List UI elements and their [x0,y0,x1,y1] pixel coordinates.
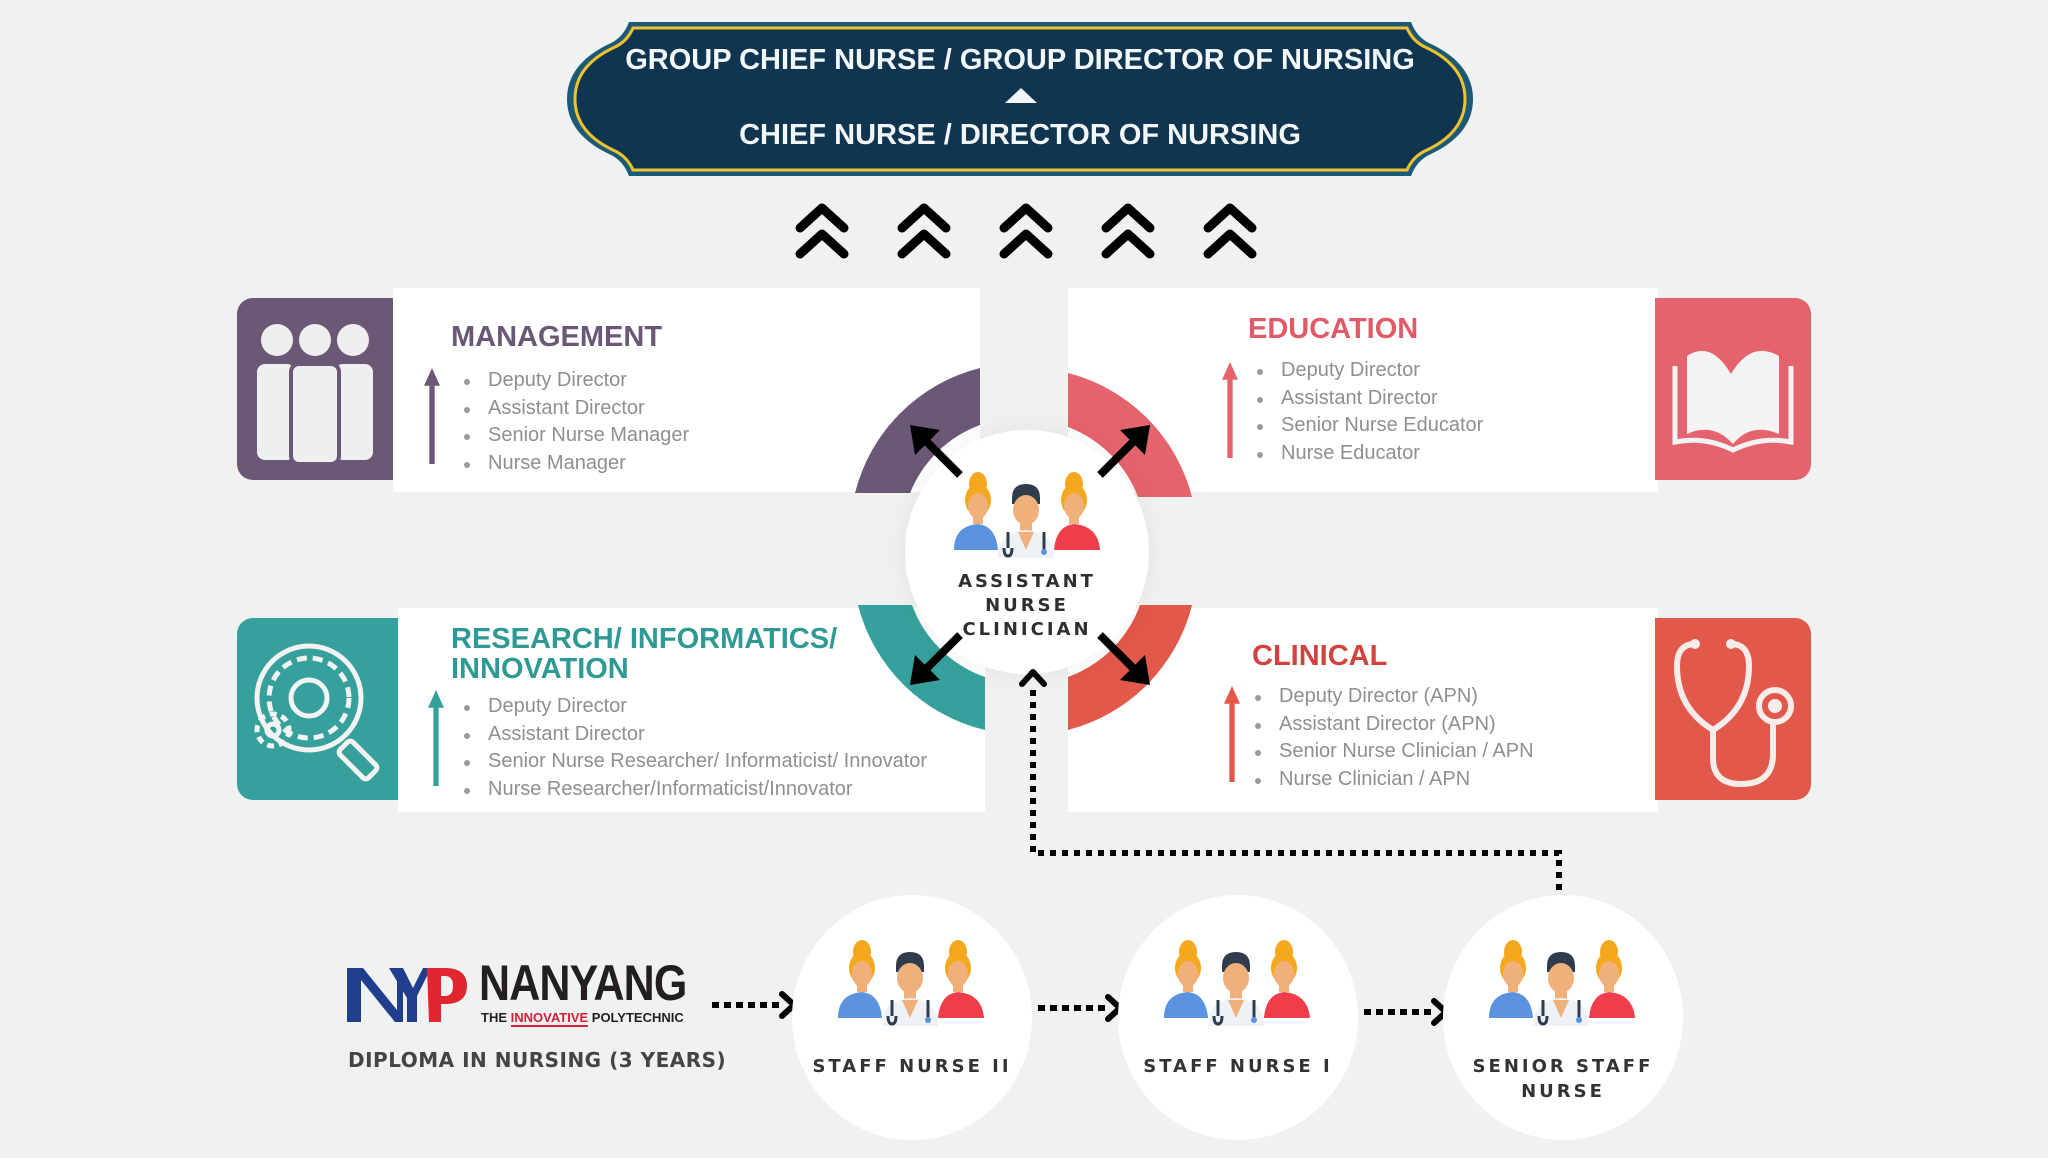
up-triangle-icon [1005,88,1037,103]
nurses-group-icon [836,938,986,1028]
dotted-arrow-right-icon [1038,994,1123,1022]
role-item: Deputy Director [461,693,927,721]
promotion-connector [1019,669,1562,896]
double-chevron-up-icon [1098,198,1158,262]
diagonal-arrows [910,425,1150,685]
role-item: Deputy Director [1254,357,1483,385]
role-item: Assistant Director [1254,385,1483,413]
double-chevron-up-icon [792,198,852,262]
education-roles: Deputy Director Assistant Director Senio… [1254,357,1483,467]
research-title: RESEARCH/ INFORMATICS/ INNOVATION [451,623,838,686]
role-item: Senior Nurse Manager [461,422,689,450]
people-group-icon [257,324,373,466]
role-item: Nurse Educator [1254,440,1483,468]
management-tile [237,298,393,480]
diploma-label: DIPLOMA IN NURSING (3 YEARS) [348,1048,727,1072]
up-arrow-icon [424,368,440,464]
role-item: Assistant Director [461,721,927,749]
up-arrow-icon [428,690,444,786]
dotted-arrow-right-icon [1364,998,1449,1026]
double-chevron-up-icon [1200,198,1260,262]
clinical-tile [1655,618,1811,800]
nyp-tagline: THE INNOVATIVE POLYTECHNIC [481,1010,684,1027]
up-arrow-icon [1222,362,1238,458]
stethoscope-icon [1673,639,1794,788]
role-item: Senior Nurse Clinician / APN [1252,738,1534,766]
role-item: Assistant Director (APN) [1252,711,1534,739]
step-label: STAFF NURSE II [812,1056,1012,1077]
role-item: Senior Nurse Researcher/ Informaticist/ … [461,748,927,776]
dotted-arrow-right-icon [712,991,797,1019]
clinical-title: CLINICAL [1252,640,1388,672]
role-item: Assistant Director [461,395,689,423]
management-title: MANAGEMENT [451,321,663,353]
banner-bottom-role: CHIEF NURSE / DIRECTOR OF NURSING [739,119,1301,151]
role-item: Nurse Manager [461,450,689,478]
research-tile [237,618,398,800]
banner-top-role: GROUP CHIEF NURSE / GROUP DIRECTOR OF NU… [625,44,1415,76]
education-tile [1655,298,1811,480]
education-title: EDUCATION [1248,313,1419,345]
role-item: Nurse Clinician / APN [1252,766,1534,794]
top-banner: GROUP CHIEF NURSE / GROUP DIRECTOR OF NU… [565,18,1475,180]
nyp-name: NANYANG [479,955,687,1011]
center-label: ASSISTANT NURSE CLINICIAN [958,571,1096,640]
research-roles: Deputy Director Assistant Director Senio… [461,693,927,803]
nyp-logo: NANYANG THE INNOVATIVE POLYTECHNIC [345,955,695,1032]
step-label: SENIOR STAFF NURSE [1472,1056,1654,1102]
open-book-icon [1672,350,1794,453]
up-arrow-icon [1224,686,1240,782]
role-item: Senior Nurse Educator [1254,412,1483,440]
nurses-group-icon [1487,938,1637,1028]
double-chevron-up-icon [894,198,954,262]
role-item: Deputy Director [461,367,689,395]
step-label: STAFF NURSE I [1143,1056,1333,1077]
clinical-roles: Deputy Director (APN) Assistant Director… [1252,683,1534,793]
nurses-group-icon [1162,938,1312,1028]
gears-magnifier-icon [254,643,380,782]
management-roles: Deputy Director Assistant Director Senio… [461,367,689,477]
role-item: Nurse Researcher/Informaticist/Innovator [461,776,927,804]
double-chevron-up-icon [996,198,1056,262]
role-item: Deputy Director (APN) [1252,683,1534,711]
nyp-monogram-icon [347,968,467,1022]
